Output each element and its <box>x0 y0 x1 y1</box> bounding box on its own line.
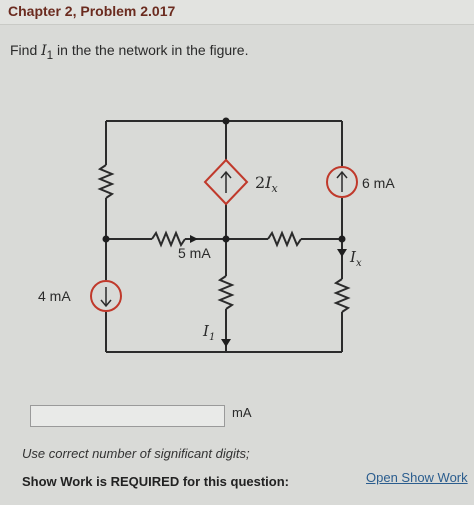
current-source-4mA-arrow <box>100 287 112 308</box>
dependent-source-arrow <box>220 170 232 193</box>
question-suffix: in the the network in the figure. <box>53 42 249 58</box>
answer-unit: mA <box>232 405 252 420</box>
node-dot <box>222 117 230 125</box>
resistor-center <box>217 275 235 310</box>
5mA-current-arrow <box>190 235 198 243</box>
problem-title: Chapter 2, Problem 2.017 <box>8 3 176 19</box>
node-dot <box>338 235 346 243</box>
i1-label: I1 <box>202 322 215 343</box>
resistor-5mA-label: 5 mA <box>178 245 211 261</box>
answer-input[interactable] <box>30 405 225 427</box>
ix-label: Ix <box>349 248 362 269</box>
question-variable: I <box>41 43 47 59</box>
question-prefix: Find <box>10 42 42 58</box>
resistor-right-lower <box>333 278 351 313</box>
node-dot <box>102 235 110 243</box>
resistor-5mA <box>151 230 186 248</box>
open-show-work-link[interactable]: Open Show Work <box>366 470 468 485</box>
significant-digits-hint: Use correct number of significant digits… <box>22 446 250 461</box>
i1-current-arrow <box>221 339 231 347</box>
resistor-right-mid <box>267 230 302 248</box>
current-source-6mA-arrow <box>336 170 348 192</box>
question-text: Find I1 in the the network in the figure… <box>10 42 248 62</box>
source-4mA-label: 4 mA <box>38 288 71 304</box>
resistor-left-top <box>97 164 115 199</box>
dependent-source-label: 2Ix <box>255 173 279 195</box>
node-dot <box>222 235 230 243</box>
source-6mA-label: 6 mA <box>362 175 395 191</box>
header-bar <box>0 0 474 25</box>
show-work-label: Show Work is REQUIRED for this question: <box>22 474 289 489</box>
ix-current-arrow <box>337 249 347 257</box>
question-subscript: 1 <box>46 48 54 62</box>
